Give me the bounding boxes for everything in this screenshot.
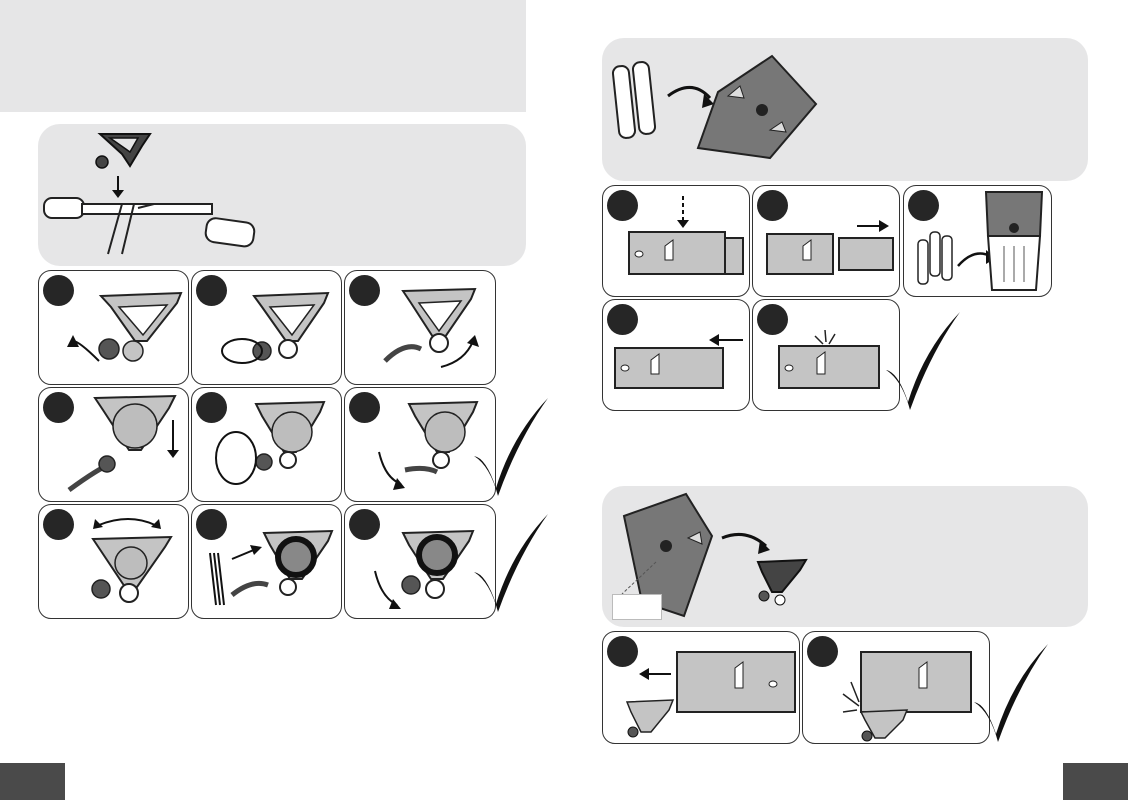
checkmark-icon bbox=[884, 310, 964, 410]
clip-insert-spacer-illustration bbox=[192, 505, 341, 618]
battery-step-row2-col2 bbox=[752, 299, 900, 411]
mount-step-row3-col2 bbox=[191, 504, 342, 619]
clip-open-illustration bbox=[39, 271, 188, 384]
close-cover-illustration bbox=[603, 300, 749, 410]
mount-step-row2-col2 bbox=[191, 387, 342, 502]
clip-place-bar-illustration bbox=[39, 388, 188, 501]
cover-click-illustration bbox=[753, 300, 899, 410]
insert-batteries-illustration bbox=[904, 186, 1051, 296]
checkmark-icon bbox=[472, 396, 552, 496]
remove-step-2 bbox=[802, 631, 990, 744]
remove-step-1 bbox=[602, 631, 800, 744]
mount-step-row1-col1 bbox=[38, 270, 189, 385]
mount-step-row1-col2 bbox=[191, 270, 342, 385]
removal-overview-panel bbox=[602, 486, 1088, 627]
mount-step-row2-col1 bbox=[38, 387, 189, 502]
clip-rotate-illustration bbox=[192, 271, 341, 384]
battery-step-row1-col3 bbox=[903, 185, 1052, 297]
slide-device-off-illustration bbox=[603, 632, 799, 743]
mount-step-row3-col1 bbox=[38, 504, 189, 619]
slide-cover-illustration bbox=[753, 186, 899, 296]
footer-tab-right bbox=[1063, 763, 1128, 800]
clip-adjust-angle-illustration bbox=[39, 505, 188, 618]
checkmark-icon bbox=[472, 512, 552, 612]
checkmark-icon bbox=[972, 642, 1052, 742]
mount-step-row1-col3 bbox=[344, 270, 496, 385]
small-label-box bbox=[612, 594, 662, 620]
press-release-illustration bbox=[803, 632, 989, 743]
battery-insert-illustration bbox=[602, 38, 1088, 181]
device-to-clip-illustration bbox=[602, 486, 1088, 627]
battery-step-row2-col1 bbox=[602, 299, 750, 411]
battery-step-row1-col2 bbox=[752, 185, 900, 297]
top-text-block bbox=[0, 0, 526, 112]
clip-lever-illustration bbox=[345, 271, 495, 384]
footer-tab-left bbox=[0, 763, 65, 800]
mount-overview-panel bbox=[38, 124, 526, 266]
handlebar-clip-illustration bbox=[38, 124, 526, 266]
battery-overview-panel bbox=[602, 38, 1088, 181]
press-cover-illustration bbox=[603, 186, 749, 296]
clip-tighten-illustration bbox=[192, 388, 341, 501]
battery-step-row1-col1 bbox=[602, 185, 750, 297]
